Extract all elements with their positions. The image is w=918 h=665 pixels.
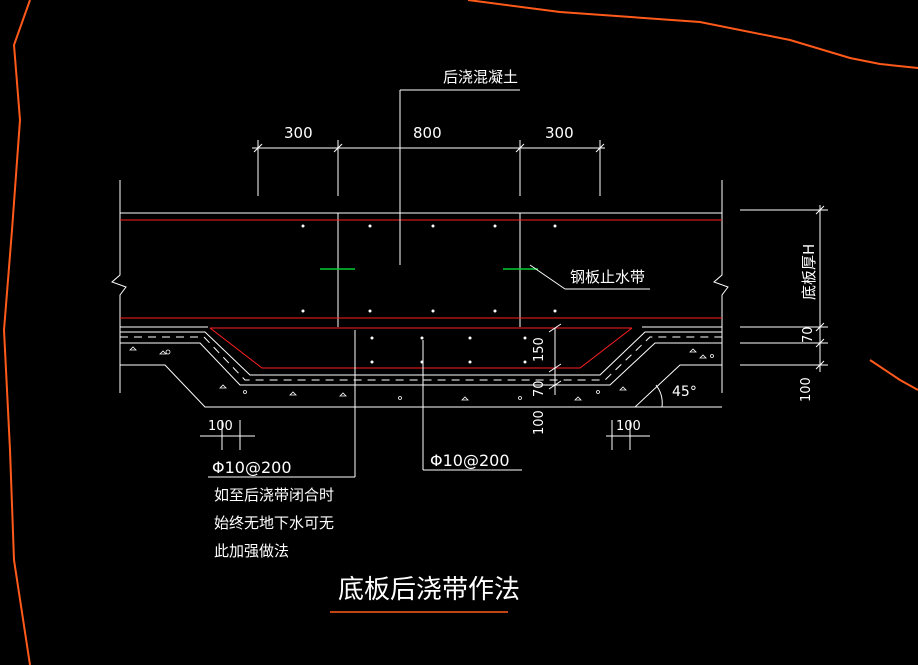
slab-body — [111, 180, 729, 408]
center-vertical-dims — [548, 323, 562, 395]
dim-100-lower-right: 100 — [616, 419, 641, 434]
note-line-1: 如至后浇带闭合时 — [214, 486, 334, 504]
top-dimensions — [252, 140, 605, 196]
dim-100-right: 100 — [799, 377, 814, 402]
rebar-dots — [301, 224, 557, 364]
angle-marker — [632, 384, 722, 408]
note-line-3: 此加强做法 — [214, 542, 289, 560]
bottom-dims — [200, 420, 650, 450]
dim-70-right: 70 — [801, 326, 816, 343]
waterstop-leader — [529, 264, 650, 290]
rebar-lines — [120, 219, 722, 369]
note-line-2: 始终无地下水可无 — [214, 514, 334, 532]
concrete-hatch — [129, 346, 714, 401]
waterproof-membrane — [120, 336, 722, 381]
dim-center-width: 800 — [413, 124, 442, 142]
label-post-pour-concrete: 后浇混凝土 — [443, 68, 518, 86]
label-waterstop: 钢板止水带 — [570, 268, 645, 286]
label-rebar-mid: Φ10@200 — [430, 451, 510, 470]
drawing-title: 底板后浇带作法 — [338, 575, 520, 605]
dim-150: 150 — [532, 337, 547, 362]
label-angle: 45° — [672, 384, 697, 400]
rebar-leaders — [208, 330, 522, 478]
label-slab-thickness: 底板厚H — [800, 244, 818, 300]
post-pour-leader — [399, 89, 520, 265]
dim-right-width: 300 — [545, 124, 574, 142]
dim-100-left: 100 — [208, 419, 233, 434]
dim-70-center: 70 — [532, 380, 547, 397]
label-rebar-left: Φ10@200 — [212, 458, 292, 477]
dim-left-width: 300 — [284, 124, 313, 142]
dim-100-center: 100 — [532, 410, 547, 435]
right-dimensions — [740, 205, 828, 372]
